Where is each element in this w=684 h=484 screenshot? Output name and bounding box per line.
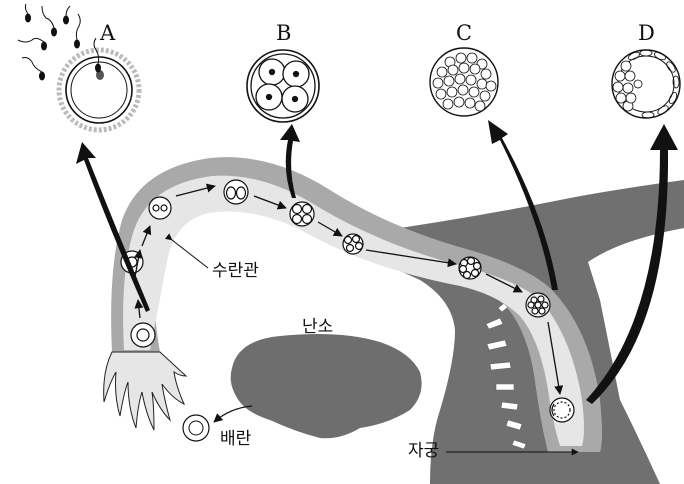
sixteen-cell-stage: [459, 257, 481, 279]
oocyte-in-tube: [131, 323, 155, 347]
label-d: D: [638, 21, 655, 45]
label-uterus: 자궁: [408, 441, 439, 461]
label-a: A: [99, 21, 116, 45]
implanting-blastocyst: [550, 398, 574, 422]
label-ovulation: 배란: [220, 429, 252, 449]
inset-c-morula: [430, 48, 498, 116]
label-ovary: 난소: [302, 317, 333, 337]
label-oviduct: 수란관: [212, 261, 259, 281]
inset-a-fertilization: [18, 4, 139, 130]
zygote-2: [149, 197, 171, 219]
morula-in-tube: [526, 293, 550, 317]
eight-cell-stage: [343, 234, 363, 254]
label-c: C: [456, 21, 472, 45]
label-b: B: [276, 21, 291, 45]
ovulated-egg: [183, 415, 209, 441]
ovary: [231, 334, 422, 438]
inset-d-blastocyst: [612, 50, 680, 118]
inset-b-cleavage: [247, 50, 319, 122]
oviduct-leader: [172, 240, 208, 268]
fimbriae: [104, 352, 186, 430]
